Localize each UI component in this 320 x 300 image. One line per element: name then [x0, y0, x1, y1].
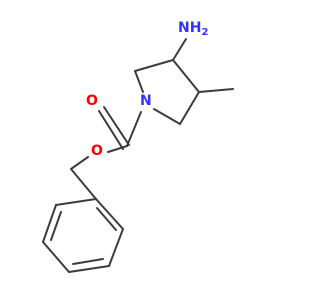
- bond-carbonyl-double-a: [103, 106, 130, 146]
- bond-carbonyl-double-b: [98, 110, 124, 150]
- bond-c3-amine: [172, 38, 187, 61]
- bond-ph-1-2: [95, 198, 124, 230]
- ring-nitrogen-label: N: [140, 93, 152, 109]
- amine-label: NH2: [178, 20, 208, 38]
- bond-ph-inner-1-2: [96, 207, 117, 231]
- amine-label-main: NH: [178, 20, 201, 36]
- bond-n1-c2: [134, 70, 144, 93]
- bond-ester-o-ch2: [70, 156, 89, 170]
- bond-ph-3-4: [68, 265, 110, 273]
- bond-c3-c4: [172, 59, 200, 93]
- bond-ph-2-3: [108, 228, 124, 267]
- bond-n1-carbonyl: [126, 111, 142, 147]
- bond-c5-n1: [153, 108, 181, 125]
- bond-c2-c3: [134, 59, 174, 72]
- bond-ph-inner-5-6: [50, 211, 62, 241]
- bond-ch2-phenyl: [70, 168, 97, 200]
- bond-ph-4-5: [42, 241, 70, 273]
- bond-ph-6-1: [55, 198, 97, 206]
- bond-ph-inner-3-4: [72, 258, 104, 265]
- carbonyl-oxygen-label: O: [86, 93, 98, 109]
- molecule-structure: NH2 N O O: [42, 20, 234, 273]
- amine-label-subscript: 2: [201, 27, 208, 38]
- ester-oxygen-label: O: [91, 143, 103, 159]
- bond-c4-c5: [179, 91, 200, 125]
- bond-c4-methyl: [198, 88, 234, 93]
- bond-carbonyl-ester-o: [107, 145, 128, 153]
- bond-ph-5-6: [42, 204, 57, 243]
